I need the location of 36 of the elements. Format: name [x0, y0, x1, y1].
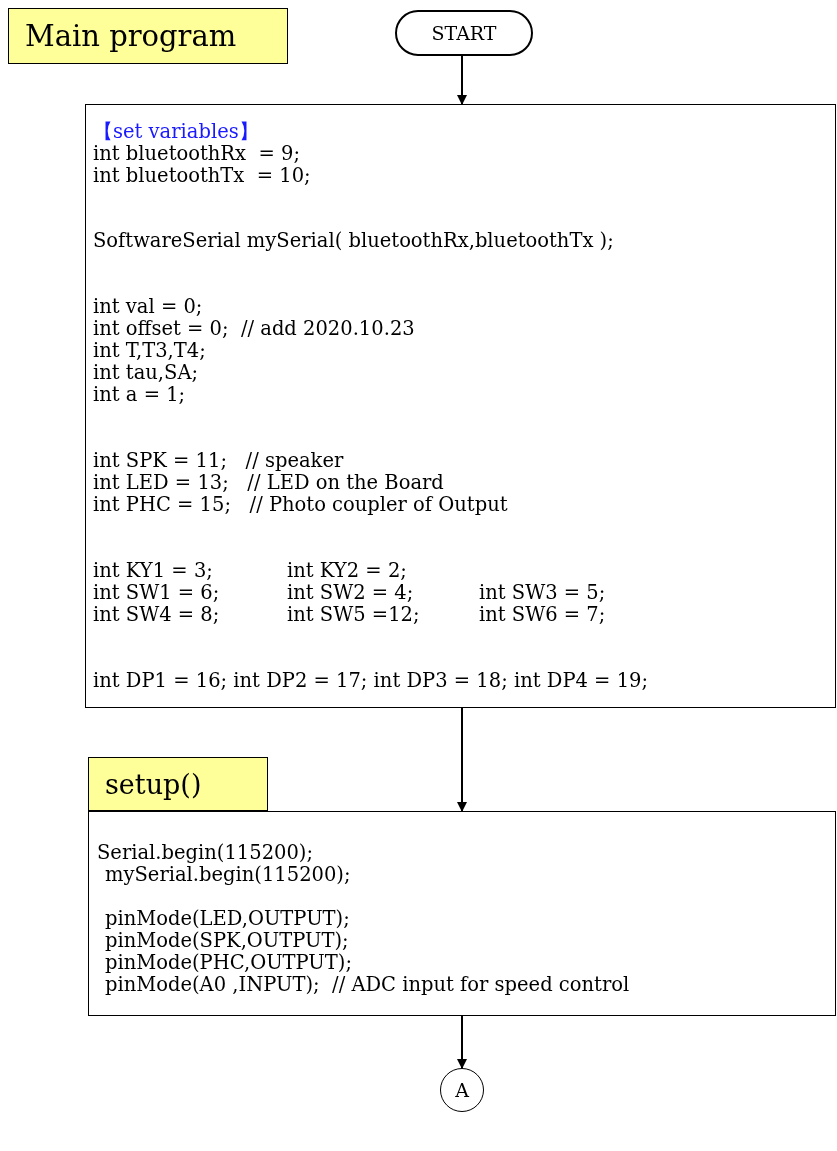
- code-line: pinMode(PHC,OUTPUT);: [105, 952, 352, 974]
- code-line: int SW3 = 5;: [479, 582, 606, 604]
- code-line: int SW1 = 6;: [93, 582, 220, 604]
- code-line: int bluetoothTx = 10;: [93, 165, 311, 187]
- code-line: int PHC = 15; // Photo coupler of Output: [93, 494, 508, 516]
- code-line: int offset = 0; // add 2020.10.23: [93, 318, 415, 340]
- arrow: [457, 1015, 467, 1069]
- section-label: setup(): [88, 757, 268, 811]
- code-line: SoftwareSerial mySerial( bluetoothRx,bluetoothTx );: [93, 230, 614, 252]
- code-line: int KY1 = 3;: [93, 560, 213, 582]
- code-line: pinMode(A0 ,INPUT); // ADC input for speed control: [105, 974, 630, 996]
- code-line: pinMode(SPK,OUTPUT);: [105, 930, 349, 952]
- code-line: int LED = 13; // LED on the Board: [93, 472, 444, 494]
- code-line: int KY2 = 2;: [287, 560, 407, 582]
- code-line: int SW5 =12;: [287, 604, 420, 626]
- code-line: int tau,SA;: [93, 362, 199, 384]
- code-line: int SW6 = 7;: [479, 604, 606, 626]
- arrow: [457, 707, 467, 812]
- code-line: int DP1 = 16; int DP2 = 17; int DP3 = 18; int DP4 = 19;: [93, 670, 649, 692]
- code-line: int SPK = 11; // speaker: [93, 450, 344, 472]
- section-label: Main program: [8, 8, 288, 64]
- code-line: int val = 0;: [93, 296, 203, 318]
- start-terminal: START: [395, 10, 533, 56]
- code-box: [85, 104, 836, 708]
- code-line: mySerial.begin(115200);: [105, 864, 351, 886]
- code-line: Serial.begin(115200);: [97, 842, 314, 864]
- code-heading: 【set variables】: [93, 121, 259, 143]
- connector-circle: A: [440, 1068, 484, 1112]
- code-line: int a = 1;: [93, 384, 186, 406]
- arrow: [457, 55, 467, 105]
- code-line: int bluetoothRx = 9;: [93, 143, 300, 165]
- code-line: int T,T3,T4;: [93, 340, 206, 362]
- code-line: int SW2 = 4;: [287, 582, 414, 604]
- code-line: pinMode(LED,OUTPUT);: [105, 908, 350, 930]
- code-line: int SW4 = 8;: [93, 604, 220, 626]
- code-box: [88, 811, 836, 1016]
